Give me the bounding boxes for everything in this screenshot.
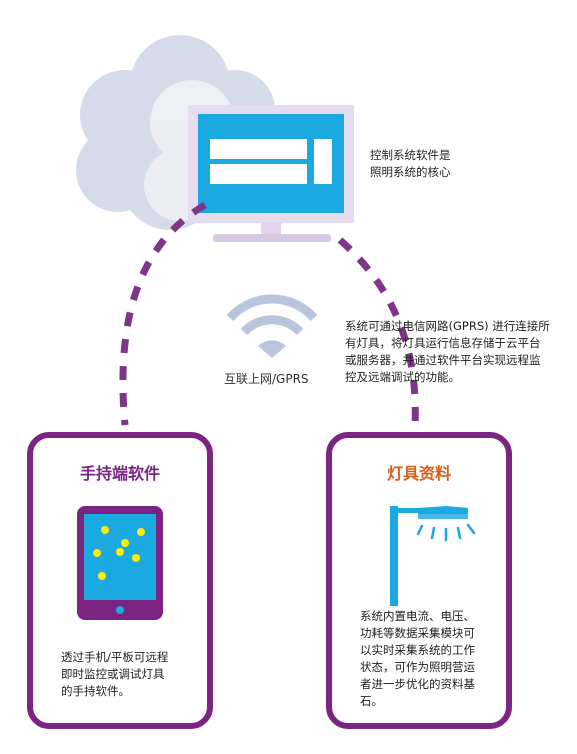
handheld-line: 的手持软件。 xyxy=(61,684,130,698)
handheld-title: 手持端软件 xyxy=(79,464,160,483)
cloud-note-line: 照明系统的核心 xyxy=(370,165,451,179)
wifi-icon xyxy=(226,294,318,358)
network-note-line: 有灯具，将灯具运行信息存储于云平台 xyxy=(345,336,541,350)
fixture-card: 灯具资料 系统内置电流、电压、 功耗等数据采集模块可 以实时采集系统的工作 状态… xyxy=(326,432,512,729)
wifi-label: 互联上网/GPRS xyxy=(224,372,309,386)
network-note: 系统可通过电信网路(GPRS) 进行连接所 有灯具，将灯具运行信息存储于云平台 … xyxy=(345,318,550,386)
handheld-card: 手持端软件 透过手机/平板可远程 即时监控或调试灯具 的手持软件。 xyxy=(27,432,213,729)
fixture-line: 石。 xyxy=(360,694,383,708)
left-dashed-arc xyxy=(119,201,207,426)
fixture-title: 灯具资料 xyxy=(386,464,451,483)
network-note-line: 或服务器，并通过软件平台实现远程监 xyxy=(345,353,541,367)
street-lamp-icon xyxy=(390,506,476,606)
fixture-description: 系统内置电流、电压、 功耗等数据采集模块可 以实时采集系统的工作 状态，可作为照… xyxy=(360,608,475,710)
cloud-note: 控制系统软件是 照明系统的核心 xyxy=(370,147,451,181)
monitor-icon xyxy=(188,105,354,242)
cloud-note-line: 控制系统软件是 xyxy=(370,148,451,162)
network-note-line: 系统可通过电信网路(GPRS) 进行连接所 xyxy=(345,319,550,333)
handheld-line: 透过手机/平板可远程 xyxy=(61,650,169,664)
handheld-line: 即时监控或调试灯具 xyxy=(61,667,165,681)
tablet-icon xyxy=(77,506,163,620)
handheld-description: 透过手机/平板可远程 即时监控或调试灯具 的手持软件。 xyxy=(61,649,168,700)
fixture-line: 状态，可作为照明营运 xyxy=(360,660,475,674)
fixture-line: 者进一步优化的资料基 xyxy=(360,677,475,691)
fixture-line: 以实时采集系统的工作 xyxy=(360,643,475,657)
fixture-line: 功耗等数据采集模块可 xyxy=(360,626,475,640)
fixture-line: 系统内置电流、电压、 xyxy=(360,609,475,623)
network-note-line: 控及远端调试的功能。 xyxy=(345,370,460,384)
